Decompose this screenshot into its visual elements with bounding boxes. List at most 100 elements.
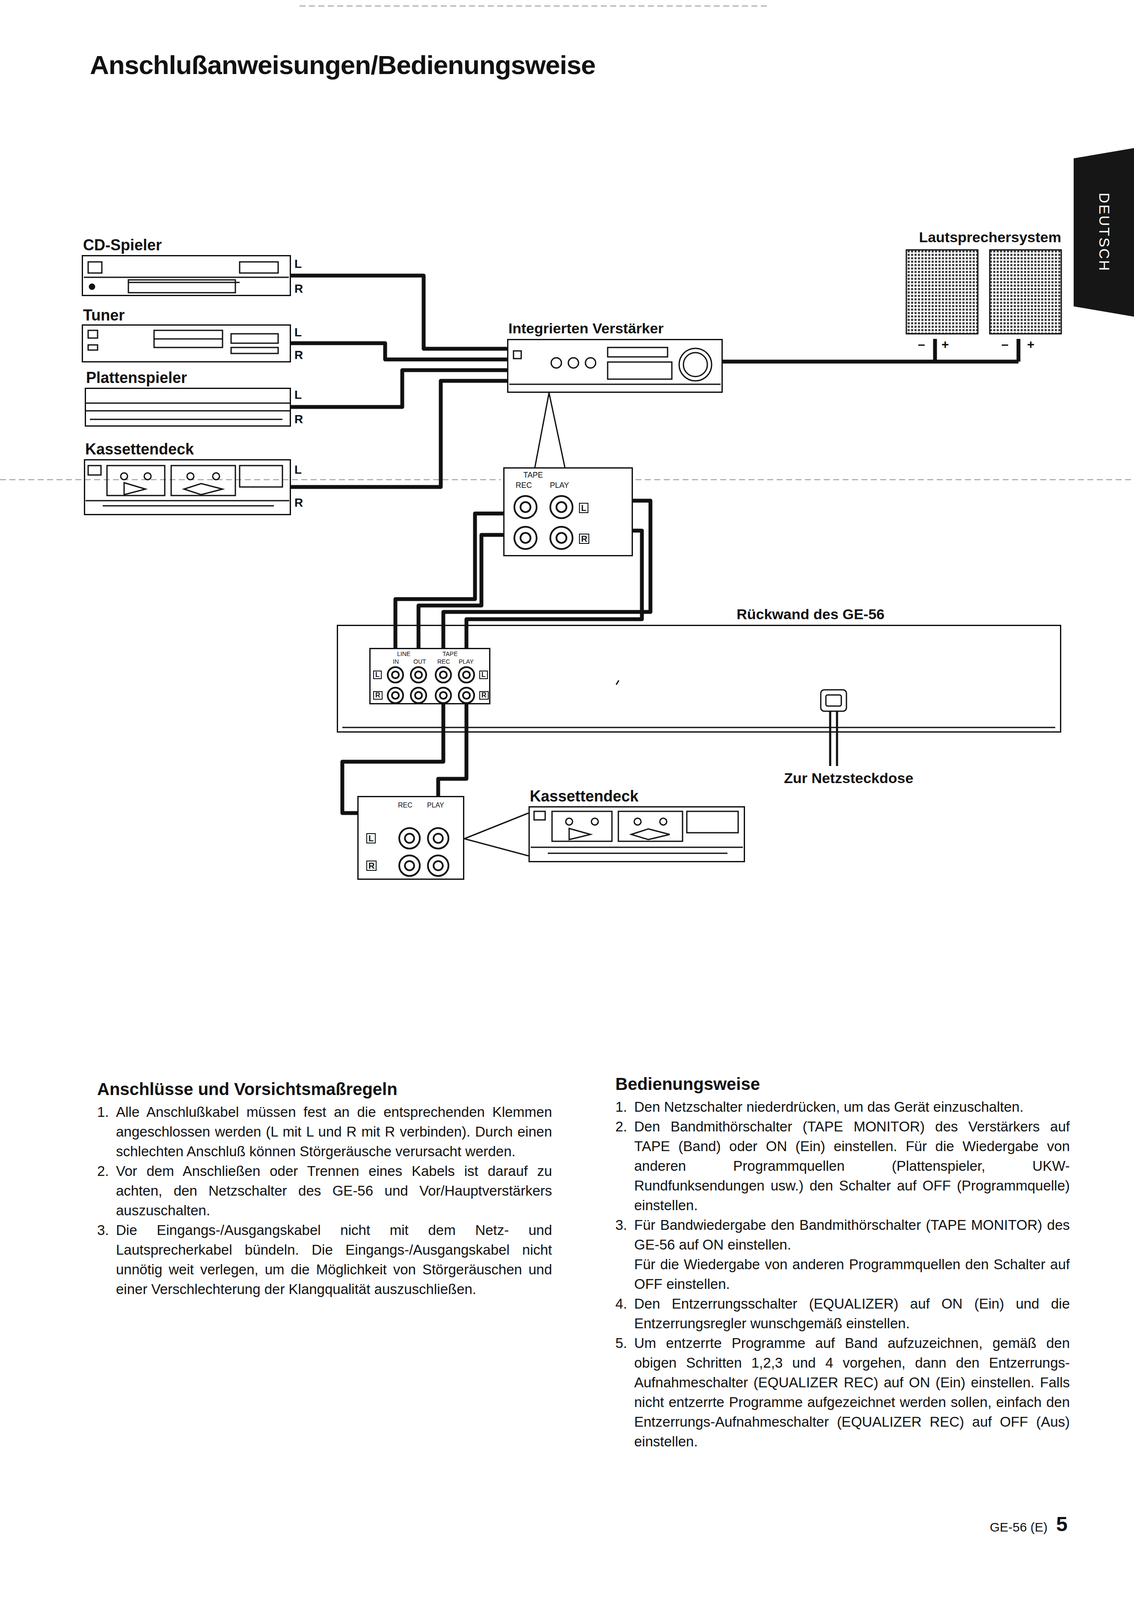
jack	[550, 526, 573, 550]
drawing-stroke	[128, 279, 236, 293]
jack-ring	[410, 667, 427, 683]
device-box: Tuner	[81, 324, 291, 363]
drawing-stroke	[686, 811, 739, 833]
jack	[387, 687, 404, 704]
jack-panel: RECPLAYLR	[357, 795, 465, 880]
callout-line	[464, 813, 529, 839]
section-heading: Bedienungsweise	[615, 1073, 1070, 1095]
channel-label: R	[294, 348, 303, 363]
signal-cable	[395, 513, 504, 648]
jack-ring	[427, 828, 449, 849]
jack-label: PLAY	[427, 801, 445, 810]
item-text: Den Bandmithörschalter (TAPE MONITOR) de…	[634, 1116, 1070, 1216]
drawing-stroke	[631, 828, 670, 840]
jack	[435, 667, 452, 683]
jack-label: REC	[515, 481, 532, 490]
speaker-pair	[906, 249, 1062, 362]
drawing-stroke	[106, 465, 165, 496]
drawing-stroke	[513, 350, 522, 359]
cassette-deck-face	[85, 465, 290, 506]
device-name: Plattenspieler	[86, 369, 188, 387]
jack-ring	[435, 687, 452, 704]
jack-label: TAPE	[523, 471, 544, 480]
drawing-stroke	[124, 482, 146, 495]
jack	[514, 526, 537, 550]
device-box: CD-Spieler	[81, 255, 291, 297]
drawing-stroke	[154, 330, 223, 348]
jack	[410, 667, 427, 683]
device-name: Tuner	[83, 306, 125, 324]
jack-pin	[404, 833, 415, 844]
drawing-stroke	[820, 689, 847, 712]
jack	[550, 495, 573, 519]
terminal-polarity: –	[917, 337, 926, 352]
jack-pin	[439, 691, 447, 699]
drawing-stroke	[88, 261, 102, 274]
drawing-stroke	[836, 711, 839, 766]
drawing-stroke	[464, 838, 529, 856]
jack-ring	[427, 855, 449, 876]
drawing-stroke	[0, 479, 501, 481]
text-column: Bedienungsweise1.Den Netzschalter nieder…	[615, 1073, 1070, 1452]
drawing-stroke	[120, 472, 128, 480]
jack	[410, 687, 427, 704]
jack-pin	[415, 691, 422, 699]
list-item: 3.Die Eingangs-/Ausgangskabel nicht mit …	[97, 1220, 553, 1300]
item-number	[615, 1254, 635, 1295]
callout-lines	[464, 392, 565, 856]
language-tab	[1073, 148, 1134, 317]
drawing-stroke	[83, 276, 289, 279]
jack-label: TAPE	[442, 650, 458, 658]
drawing-stroke	[585, 357, 596, 369]
jack-ring	[399, 828, 420, 849]
jack-label: REC	[397, 801, 413, 810]
terminal-polarity: +	[1027, 337, 1035, 352]
drawing-stroke	[530, 846, 743, 849]
drawing-stroke	[184, 483, 223, 495]
drawing-stroke	[989, 249, 1062, 334]
jack-pin	[391, 671, 399, 679]
signal-cable	[290, 380, 508, 487]
jack	[399, 855, 420, 876]
drawing-stroke	[466, 530, 642, 648]
jack-pin	[433, 833, 443, 844]
item-number: 3.	[615, 1215, 635, 1255]
list-item: 1.Den Netzschalter niederdrücken, um das…	[615, 1097, 1070, 1117]
item-text: Für die Wiedergabe von anderen Programmq…	[634, 1254, 1070, 1295]
drawing-stroke	[88, 465, 101, 475]
list-item: 5.Um entzerrte Programme auf Band aufzuz…	[615, 1333, 1070, 1452]
jack-pin	[556, 501, 567, 512]
drawing-stroke	[534, 811, 546, 820]
drawing-stroke	[154, 338, 223, 340]
drawing-stroke	[144, 472, 152, 480]
drawing-stroke	[552, 811, 612, 842]
device-name: Integrierten Verstärker	[508, 320, 664, 337]
jack-pin	[433, 860, 443, 871]
signal-cable	[722, 359, 907, 364]
item-number: 2.	[97, 1161, 116, 1221]
device-name: CD-Spieler	[83, 236, 162, 254]
jack-label: L	[366, 833, 376, 844]
device-name: Kassettendeck	[85, 440, 194, 458]
item-text: Alle Anschlußkabel müssen fest an die en…	[115, 1102, 553, 1162]
jack-ring	[410, 687, 427, 704]
item-text: Um entzerrte Programme auf Band aufzuzei…	[634, 1333, 1070, 1452]
jack-label: PLAY	[458, 658, 474, 665]
language-tab-text: DEUTSCH	[1095, 192, 1112, 272]
drawing-stroke	[659, 818, 667, 826]
jack	[435, 687, 452, 704]
drawing-stroke	[85, 402, 291, 404]
jack-pin	[463, 671, 470, 679]
power-note: Zur Netzsteckdose	[783, 770, 914, 787]
jack-ring	[458, 687, 475, 704]
channel-label: R	[294, 282, 303, 296]
drawing-stroke	[239, 465, 283, 487]
drawing-stroke	[187, 472, 194, 480]
jack-pin	[520, 501, 531, 512]
jack-pin	[391, 691, 399, 699]
page-footer: GE-56 (E)	[989, 1519, 1048, 1535]
drawing-stroke	[634, 818, 642, 826]
drawing-stroke	[607, 347, 668, 357]
jack-panel: LINEINOUTTAPERECPLAYLRLR	[369, 647, 491, 705]
list-item: 4.Den Entzerrungsschalter (EQUALIZER) au…	[615, 1294, 1070, 1334]
